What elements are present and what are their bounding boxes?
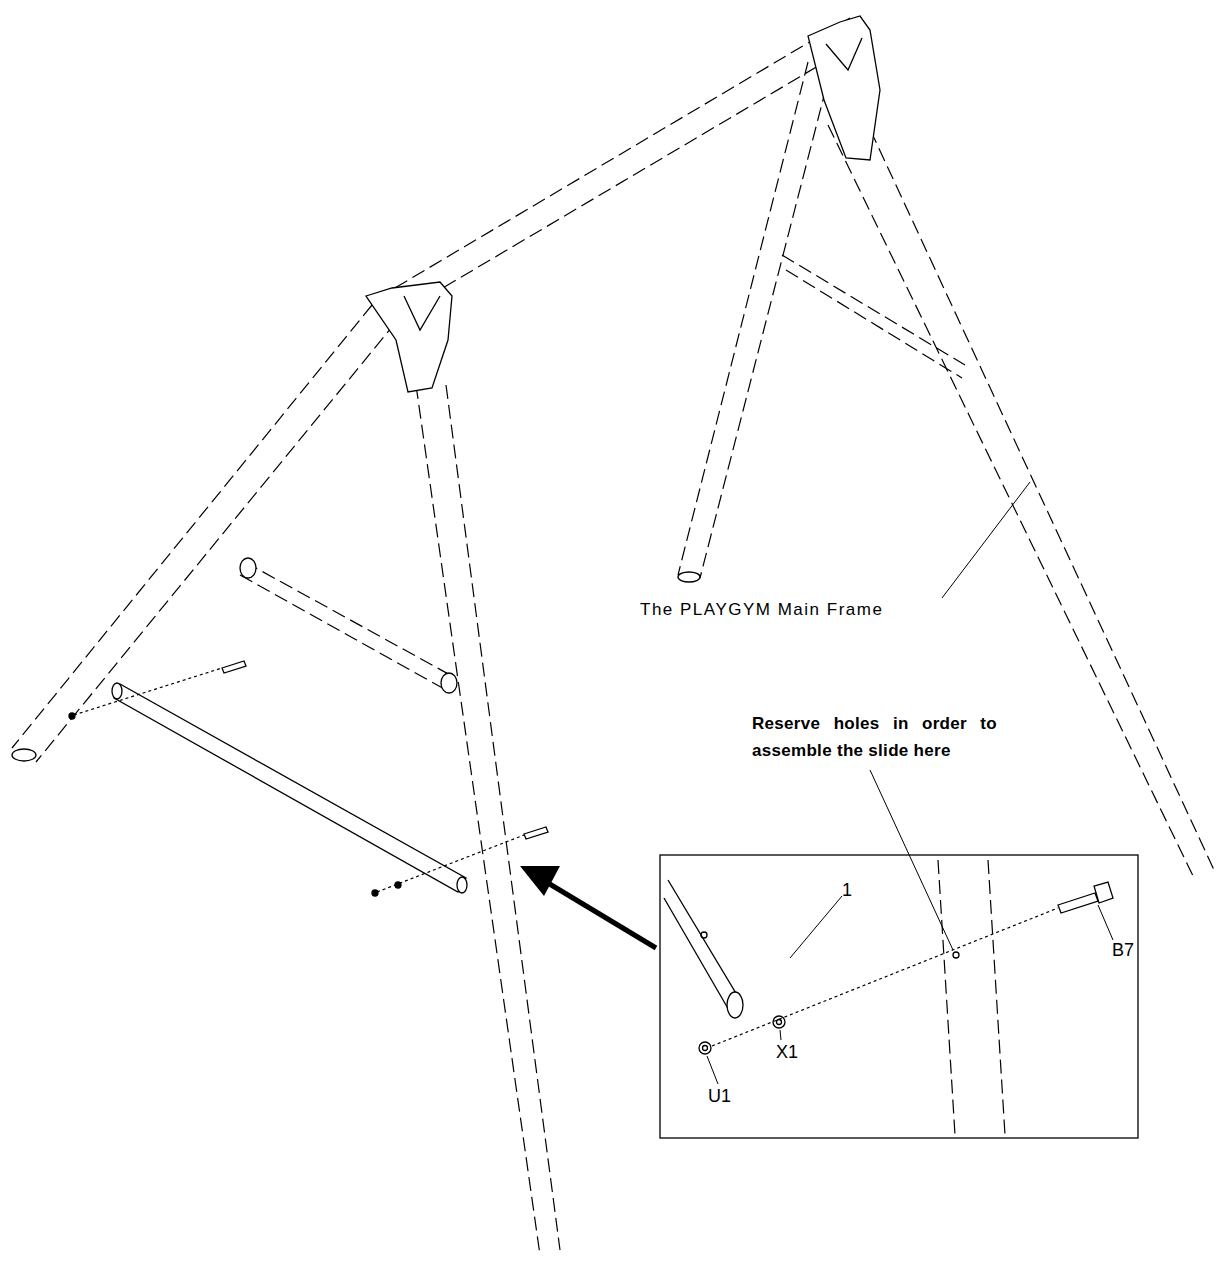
bracket-end bbox=[441, 673, 457, 693]
leg-end bbox=[678, 572, 700, 582]
leg bbox=[988, 860, 1005, 1135]
washer bbox=[777, 1020, 782, 1025]
leader-line bbox=[1098, 905, 1113, 940]
nut bbox=[69, 713, 75, 719]
bar-end bbox=[112, 683, 122, 699]
cross-bar bbox=[240, 575, 446, 690]
top-beam bbox=[378, 18, 850, 298]
top-beam bbox=[392, 40, 862, 318]
tube bbox=[668, 880, 740, 1012]
bracket bbox=[366, 282, 452, 392]
pointer-arrowhead bbox=[520, 866, 560, 896]
assembly-line bbox=[712, 908, 1058, 1046]
pointer-arrow bbox=[548, 883, 656, 948]
bolt bbox=[222, 661, 246, 673]
hole bbox=[701, 932, 707, 938]
hole bbox=[953, 952, 959, 958]
bar-end bbox=[457, 877, 467, 893]
leg bbox=[416, 385, 540, 1255]
bracket-end bbox=[240, 558, 256, 578]
leader-line bbox=[942, 482, 1030, 598]
nut bbox=[372, 890, 378, 896]
cross-bar bbox=[245, 562, 452, 676]
frame-label: The PLAYGYM Main Frame bbox=[640, 600, 883, 620]
note-text: Reserve holes in order to assemble the s… bbox=[752, 710, 997, 764]
leader-line bbox=[780, 1030, 781, 1040]
part-code: U1 bbox=[708, 1086, 731, 1107]
leg bbox=[678, 62, 808, 575]
bolt bbox=[524, 827, 548, 839]
leg bbox=[700, 88, 826, 578]
nut bbox=[703, 1046, 708, 1051]
leg bbox=[446, 385, 560, 1250]
detail-box bbox=[660, 855, 1138, 1138]
bolt bbox=[1058, 893, 1098, 913]
tube bbox=[664, 898, 730, 1012]
bracket bbox=[404, 296, 440, 330]
leg bbox=[828, 125, 1195, 880]
bracket bbox=[826, 38, 862, 70]
leg bbox=[12, 305, 372, 748]
part-code: B7 bbox=[1112, 940, 1134, 961]
cross-bar bbox=[782, 255, 965, 365]
tube-end bbox=[727, 992, 743, 1018]
leader-line bbox=[707, 1056, 718, 1084]
nut bbox=[699, 1042, 711, 1054]
leg bbox=[938, 860, 955, 1135]
bar-part bbox=[114, 684, 466, 892]
leader-line bbox=[790, 896, 842, 958]
cross-bar bbox=[786, 270, 962, 378]
callout-number: 1 bbox=[842, 880, 852, 901]
washer bbox=[773, 1016, 785, 1028]
part-code: X1 bbox=[776, 1042, 798, 1063]
bolt-head bbox=[1094, 882, 1113, 903]
bracket bbox=[808, 16, 880, 160]
leg bbox=[36, 322, 396, 762]
leg-end bbox=[12, 749, 36, 761]
assembly-line bbox=[74, 668, 222, 715]
assembly-line bbox=[377, 835, 524, 892]
leader-line bbox=[870, 770, 953, 950]
